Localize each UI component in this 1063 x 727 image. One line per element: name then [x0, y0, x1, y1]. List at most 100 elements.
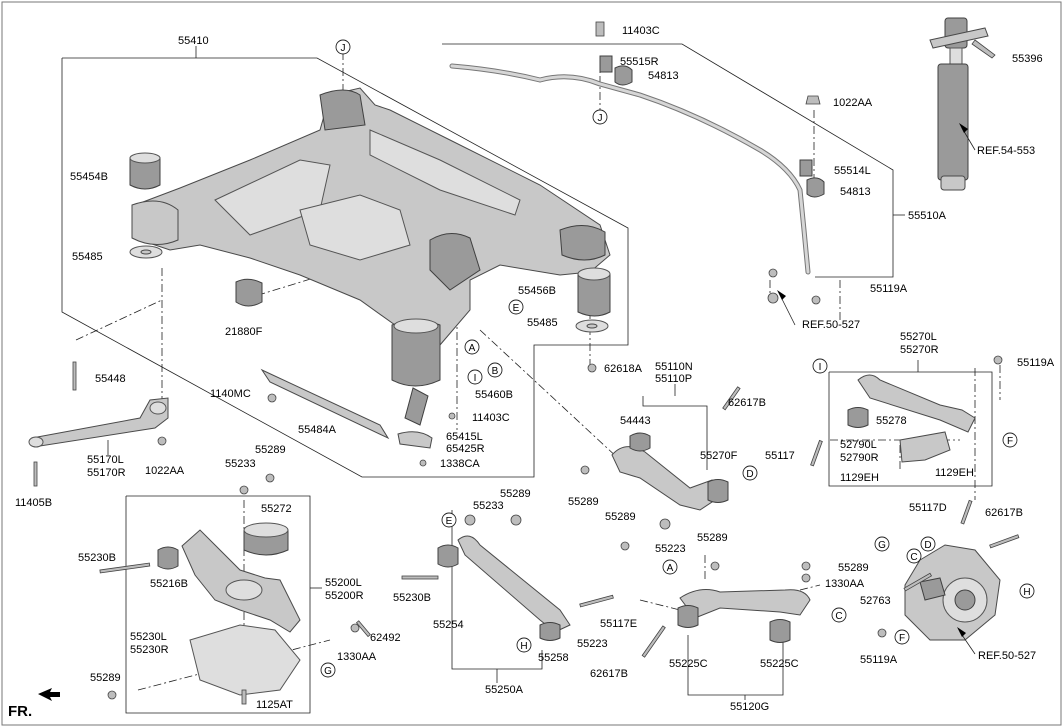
label-55289-c: 55289 [605, 511, 636, 523]
label-55233-top: 55233 [225, 458, 256, 470]
label-55230l: 55230L [130, 631, 167, 643]
label-ref-50-527-bot: REF.50-527 [978, 650, 1036, 662]
label-55119a-top: 55119A [870, 283, 908, 295]
knuckle [904, 544, 1001, 641]
label-52790r: 52790R [840, 452, 879, 464]
label-55484a: 55484A [298, 424, 337, 436]
callout-d-upper-arm-label: D [746, 469, 753, 480]
label-55454b: 55454B [70, 171, 108, 183]
callout-i-box-label: I [819, 362, 822, 373]
callout-d-upper-arm: D [742, 465, 758, 481]
label-1338ca: 1338CA [440, 458, 480, 470]
part-labels: 55410 11403C 55515R 54813 55396 1022AA 5… [8, 25, 1055, 720]
label-55119a-bot: 55119A [860, 654, 898, 666]
label-11403c-top: 11403C [622, 25, 660, 37]
label-1140mc: 1140MC [210, 388, 251, 400]
label-55250a: 55250A [485, 684, 524, 696]
label-55410: 55410 [178, 35, 209, 47]
callout-j-top: J [335, 39, 351, 55]
label-1330aa-left: 1330AA [337, 651, 377, 663]
upper-arm-55270L [847, 374, 976, 463]
ref-arrows [777, 123, 976, 655]
callout-j-stabilizer-label: J [598, 113, 603, 124]
callout-i-subframe-label: I [474, 373, 477, 384]
label-55223-bot: 55223 [577, 638, 608, 650]
label-55225c-b: 55225C [760, 658, 799, 670]
label-11405b: 11405B [15, 497, 52, 509]
stabilizer-bar-55510A [449, 55, 825, 275]
label-55460b: 55460B [475, 389, 513, 401]
callout-a-lower-label: A [667, 563, 674, 574]
label-55223-top: 55223 [655, 543, 686, 555]
callout-c-lower-label: C [835, 611, 842, 622]
label-55514l: 55514L [834, 165, 871, 177]
label-ref-54-553: REF.54-553 [977, 145, 1035, 157]
label-55117e: 55117E [600, 618, 637, 630]
label-1330aa-right: 1330AA [825, 578, 865, 590]
lower-arm-55120G [677, 589, 811, 643]
label-55270l: 55270L [900, 331, 937, 343]
callout-a-lower: A [662, 559, 678, 575]
callout-d-knuckle-label: D [924, 540, 931, 551]
label-21880f: 21880F [225, 326, 263, 338]
front-direction-label: FR. [8, 703, 32, 720]
label-55270r: 55270R [900, 344, 939, 356]
upper-arm-55110N [611, 432, 729, 511]
label-55396: 55396 [1012, 53, 1043, 65]
label-54443: 54443 [620, 415, 651, 427]
trailing-arm-55250A [437, 535, 571, 641]
label-55289-g: 55289 [90, 672, 121, 684]
label-55225c-a: 55225C [669, 658, 708, 670]
label-62618a: 62618A [604, 363, 643, 375]
callout-a-subframe: A [464, 339, 480, 355]
label-55278: 55278 [876, 415, 907, 427]
callout-h-trailing: H [516, 637, 532, 653]
callout-j-top-label: J [341, 43, 346, 54]
label-55200l: 55200L [325, 577, 362, 589]
label-55515r: 55515R [620, 56, 659, 68]
label-55170r: 55170R [87, 467, 126, 479]
callout-g-knuckle-label: G [878, 540, 886, 551]
label-1129eh-b: 1129EH [935, 467, 974, 479]
label-52790l: 52790L [840, 439, 877, 451]
label-62617b-right: 62617B [985, 507, 1023, 519]
label-1022aa-bot: 1022AA [145, 465, 185, 477]
callout-b-subframe: B [487, 362, 503, 378]
callouts: J J E A B I I F D E H G A C G C D H F [320, 39, 1035, 678]
label-55254: 55254 [433, 619, 464, 631]
label-55448: 55448 [95, 373, 126, 385]
subframe-55410 [131, 87, 611, 387]
label-55485-left: 55485 [72, 251, 103, 263]
callout-h-trailing-label: H [520, 641, 527, 652]
label-55230b-mid: 55230B [393, 592, 431, 604]
callout-g-lower-arm-label: G [324, 666, 332, 677]
callout-b-subframe-label: B [492, 366, 499, 377]
callout-i-subframe: I [467, 369, 483, 385]
label-55120g: 55120G [730, 701, 769, 713]
label-65425r: 65425R [446, 443, 485, 455]
callout-c-knuckle: C [906, 548, 922, 564]
bushings [129, 152, 611, 333]
callout-e-trailing-label: E [446, 516, 453, 527]
label-62492: 62492 [370, 632, 401, 644]
label-11403c-mid: 11403C [472, 412, 510, 424]
callout-e-trailing: E [441, 512, 457, 528]
callout-c-knuckle-label: C [910, 552, 917, 563]
label-55485-right: 55485 [527, 317, 558, 329]
callout-c-lower: C [831, 607, 847, 623]
label-55270f: 55270F [700, 450, 738, 462]
label-55230b-left: 55230B [78, 552, 116, 564]
label-55510a: 55510A [908, 210, 947, 222]
label-55230r: 55230R [130, 644, 169, 656]
label-55258: 55258 [538, 652, 569, 664]
callout-g-knuckle: G [874, 536, 890, 552]
front-direction-arrow [38, 688, 60, 701]
label-55110n: 55110N [655, 361, 693, 373]
callout-h-knuckle: H [1019, 583, 1035, 599]
callout-f-knuckle: F [894, 629, 910, 645]
label-1125at: 1125AT [256, 699, 293, 711]
callout-a-subframe-label: A [469, 343, 476, 354]
label-55110p: 55110P [655, 373, 692, 385]
label-55289-f: 55289 [838, 562, 869, 574]
